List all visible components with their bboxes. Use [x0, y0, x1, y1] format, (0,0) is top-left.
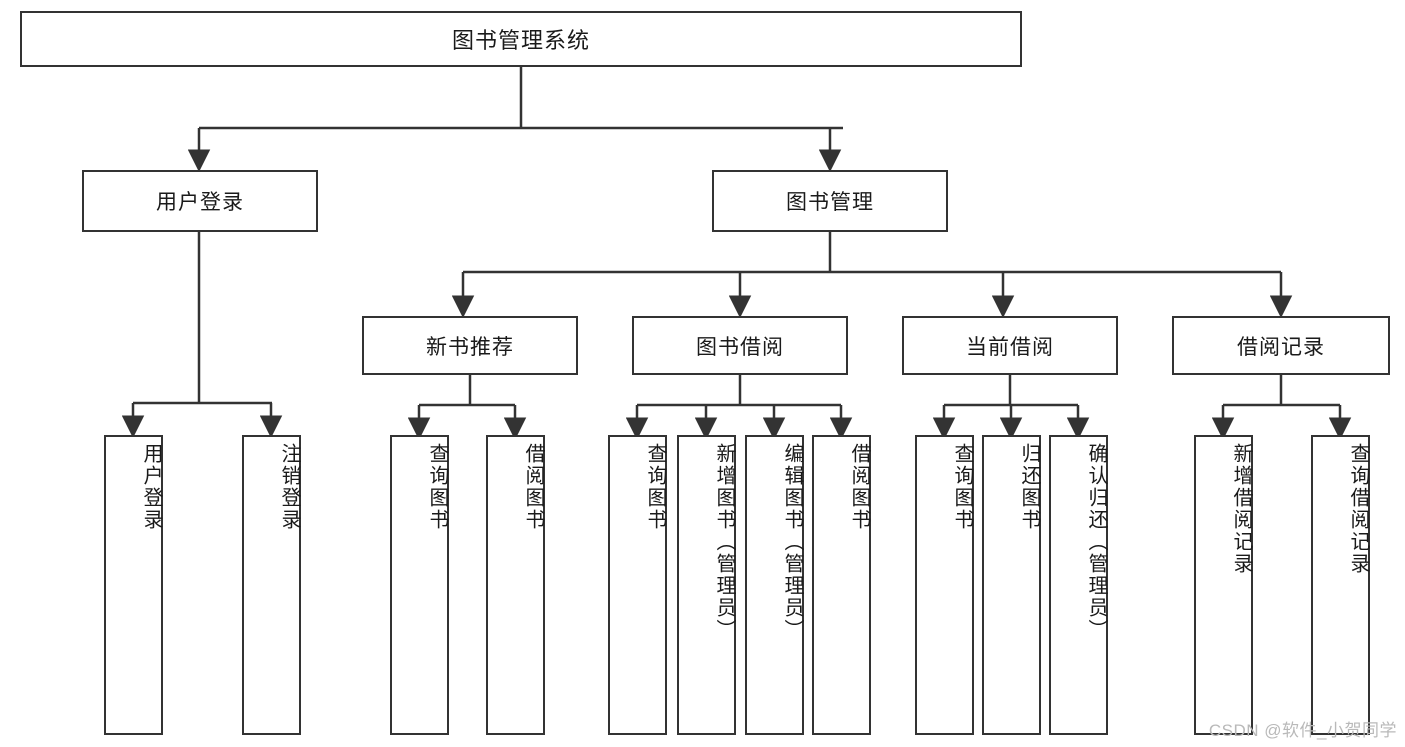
- leaf-bookborrow-borrow-book[interactable]: 借阅图书: [812, 435, 871, 735]
- node-label: 当前借阅: [966, 335, 1054, 359]
- node-label: 查询图书: [951, 443, 973, 531]
- leaf-currentborrow-confirm-return-admin[interactable]: 确认归还（管理员）: [1049, 435, 1108, 735]
- leaf-borrowrec-query-record[interactable]: 查询借阅记录: [1311, 435, 1370, 735]
- node-label: 图书借阅: [696, 335, 784, 359]
- node-borrow-records[interactable]: 借阅记录: [1172, 316, 1390, 375]
- node-label: 编辑图书（管理员）: [781, 443, 803, 641]
- node-label: 借阅图书: [522, 443, 544, 531]
- node-label: 新增借阅记录: [1230, 443, 1252, 575]
- node-label: 查询图书: [644, 443, 666, 531]
- leaf-user-login[interactable]: 用户登录: [104, 435, 163, 735]
- leaf-currentborrow-query-book[interactable]: 查询图书: [915, 435, 974, 735]
- node-label: 用户登录: [140, 443, 162, 531]
- node-label: 查询借阅记录: [1347, 443, 1369, 575]
- leaf-currentborrow-return-book[interactable]: 归还图书: [982, 435, 1041, 735]
- leaf-bookborrow-edit-book-admin[interactable]: 编辑图书（管理员）: [745, 435, 804, 735]
- leaf-newbook-query-book[interactable]: 查询图书: [390, 435, 449, 735]
- node-new-book-recommend[interactable]: 新书推荐: [362, 316, 578, 375]
- node-label: 图书管理: [786, 191, 874, 214]
- node-label: 图书管理系统: [451, 28, 590, 53]
- leaf-logout[interactable]: 注销登录: [242, 435, 301, 735]
- node-label: 确认归还（管理员）: [1085, 443, 1107, 641]
- leaf-bookborrow-query-book[interactable]: 查询图书: [608, 435, 667, 735]
- node-current-borrow[interactable]: 当前借阅: [902, 316, 1118, 375]
- node-label: 用户登录: [156, 191, 244, 214]
- node-book-borrow[interactable]: 图书借阅: [632, 316, 848, 375]
- leaf-bookborrow-add-book-admin[interactable]: 新增图书（管理员）: [677, 435, 736, 735]
- node-label: 新书推荐: [426, 335, 514, 359]
- node-label: 新增图书（管理员）: [713, 443, 735, 641]
- node-root-system[interactable]: 图书管理系统: [20, 11, 1022, 67]
- node-label: 注销登录: [278, 443, 300, 531]
- node-label: 查询图书: [426, 443, 448, 531]
- leaf-borrowrec-add-record[interactable]: 新增借阅记录: [1194, 435, 1253, 735]
- node-label: 借阅记录: [1237, 335, 1325, 359]
- node-label: 归还图书: [1018, 443, 1040, 531]
- leaf-newbook-borrow-book[interactable]: 借阅图书: [486, 435, 545, 735]
- node-book-management[interactable]: 图书管理: [712, 170, 948, 232]
- node-label: 借阅图书: [848, 443, 870, 531]
- node-user-login[interactable]: 用户登录: [82, 170, 318, 232]
- watermark-text: CSDN @软件_小贺同学: [1208, 721, 1397, 740]
